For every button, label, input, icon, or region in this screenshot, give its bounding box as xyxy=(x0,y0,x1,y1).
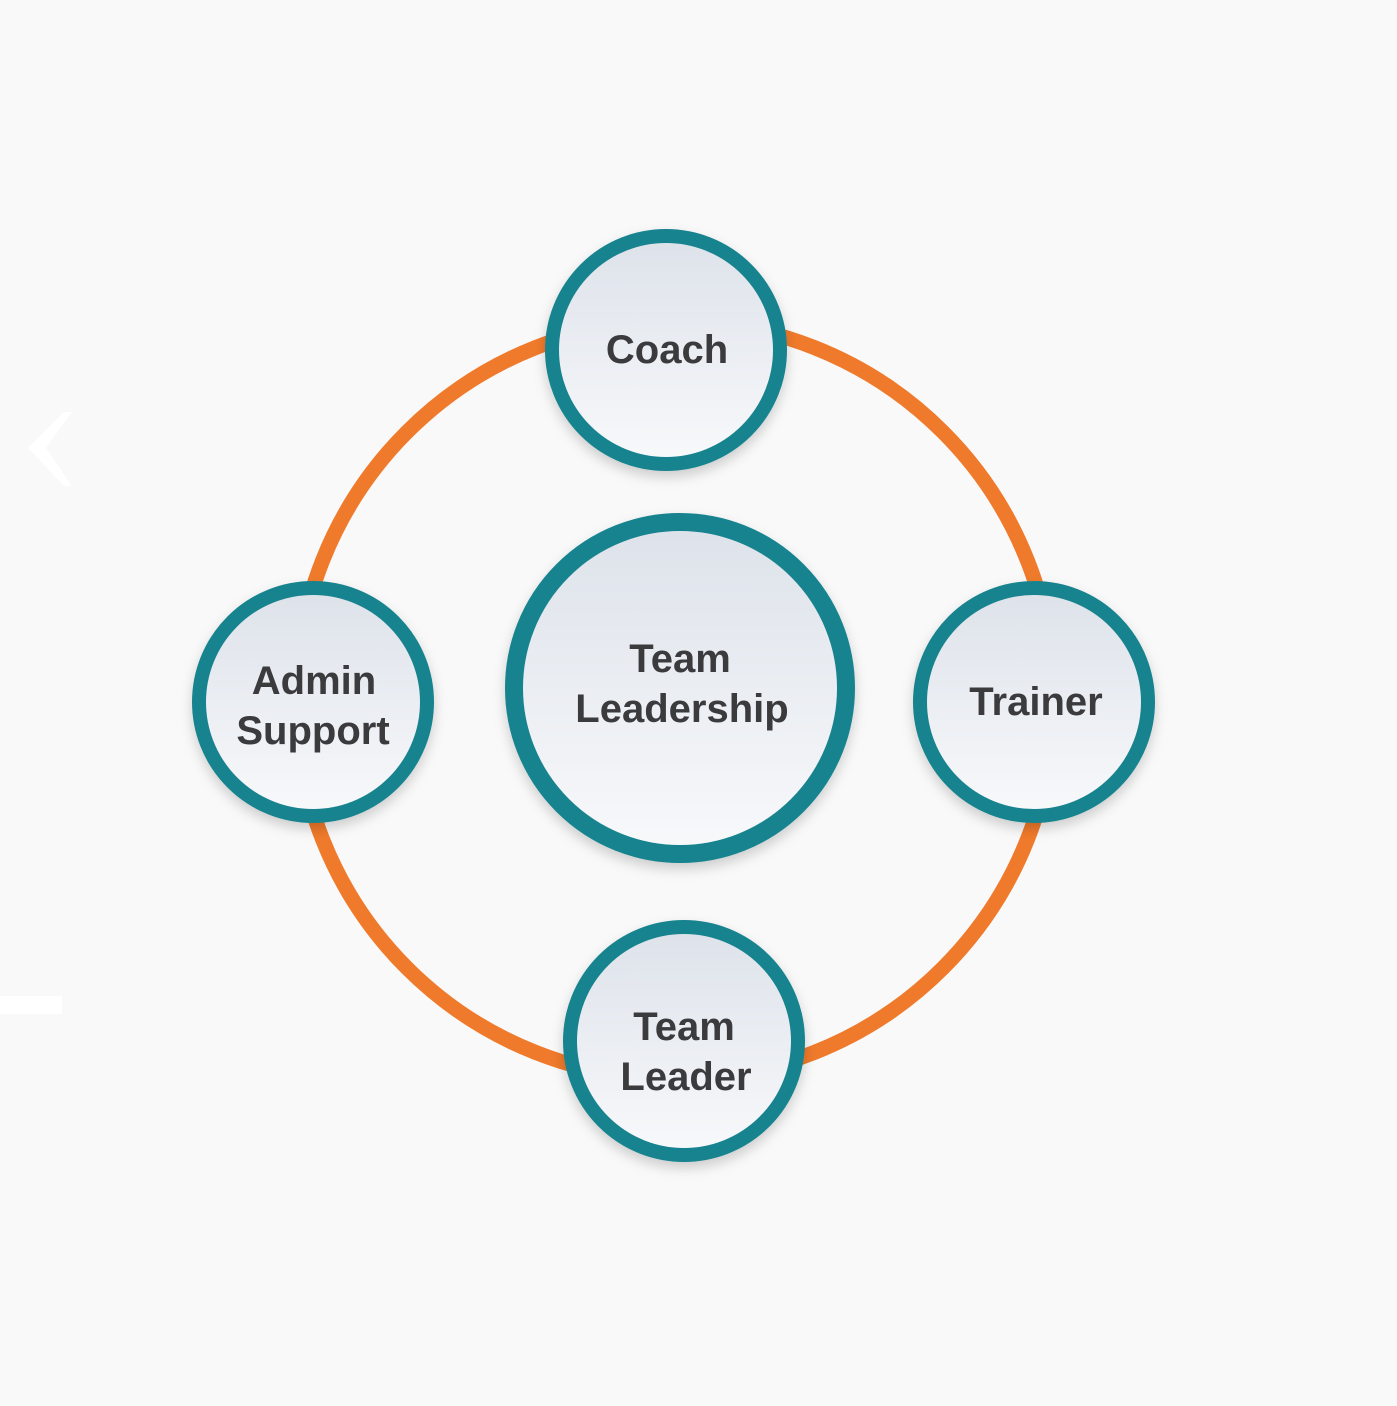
dash-icon xyxy=(0,996,62,1014)
node-trainer: Trainer xyxy=(913,581,1155,823)
node-admin-support-label-line-1: Admin xyxy=(252,659,376,703)
node-trainer-label: Trainer xyxy=(969,680,1102,724)
node-coach-circle xyxy=(545,229,787,471)
node-team-leader: Team Leader xyxy=(563,920,805,1162)
node-trainer-circle xyxy=(913,581,1155,823)
chevron-left-icon xyxy=(28,412,72,486)
node-team-leader-label-line-2: Leader xyxy=(620,1055,751,1099)
center-node-circle xyxy=(505,513,855,863)
center-node-label-line-2: Leadership xyxy=(575,687,788,731)
node-admin-support-circle xyxy=(192,581,434,823)
node-coach-label: Coach xyxy=(606,328,728,372)
node-admin-support-label-line-2: Support xyxy=(236,709,389,753)
node-coach: Coach xyxy=(545,229,787,471)
node-team-leader-circle xyxy=(563,920,805,1162)
node-admin-support: Admin Support xyxy=(192,581,434,823)
center-node: Team Leadership xyxy=(505,513,855,863)
node-team-leader-label-line-1: Team xyxy=(633,1005,735,1049)
center-node-label-line-1: Team xyxy=(629,637,731,681)
